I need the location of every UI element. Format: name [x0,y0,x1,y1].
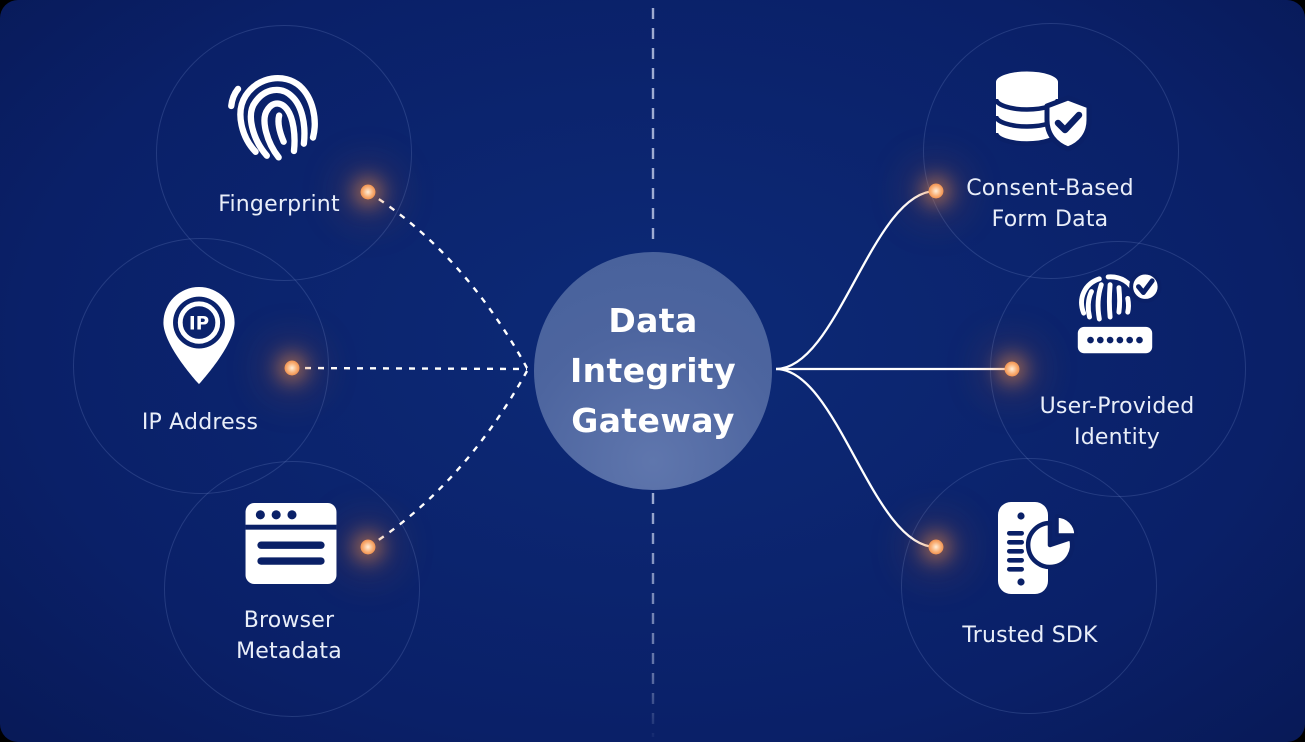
svg-text:IP: IP [189,313,209,334]
central-hub-circle: Data Integrity Gateway [534,252,772,490]
solid-connector-consent-form-data [775,189,937,371]
hub-title-line: Gateway [571,401,735,440]
fingerprint-icon [228,75,318,161]
ip-location-pin-icon: IP [163,287,235,385]
database-shield-check-icon [993,71,1092,152]
node-label-browser-metadata: Browser Metadata [236,608,342,664]
dotted-connector-ip-address [291,366,528,371]
node-label-user-identity: User-Provided Identity [1039,394,1195,450]
dotted-connector-browser-metadata [367,370,529,549]
glow-dot-consent-form-data [928,183,944,199]
node-label-consent-form-data: Consent-Based Form Data [966,176,1134,232]
browser-window-icon [245,502,337,585]
dotted-connector-fingerprint [367,190,529,369]
solid-connector-trusted-sdk [775,367,937,549]
node-label-fingerprint: Fingerprint [218,192,340,217]
glow-dot-trusted-sdk [928,539,944,555]
glow-dot-browser-metadata [360,539,376,555]
phone-pie-chart-icon [998,502,1078,594]
fingerprint-check-password-icon [1077,272,1162,354]
node-label-trusted-sdk: Trusted SDK [962,623,1098,648]
halo-circle-trusted-sdk [901,458,1157,714]
halo-circle-browser-metadata [164,461,420,717]
halo-circle-ip-address [73,238,329,494]
glow-dot-ip-address [284,360,300,376]
hub-title-line: Integrity [569,351,737,390]
glow-dot-fingerprint [360,184,376,200]
node-label-ip-address: IP Address [141,410,259,435]
glow-dot-user-identity [1004,361,1020,377]
hub-title-line: Data [608,301,698,340]
